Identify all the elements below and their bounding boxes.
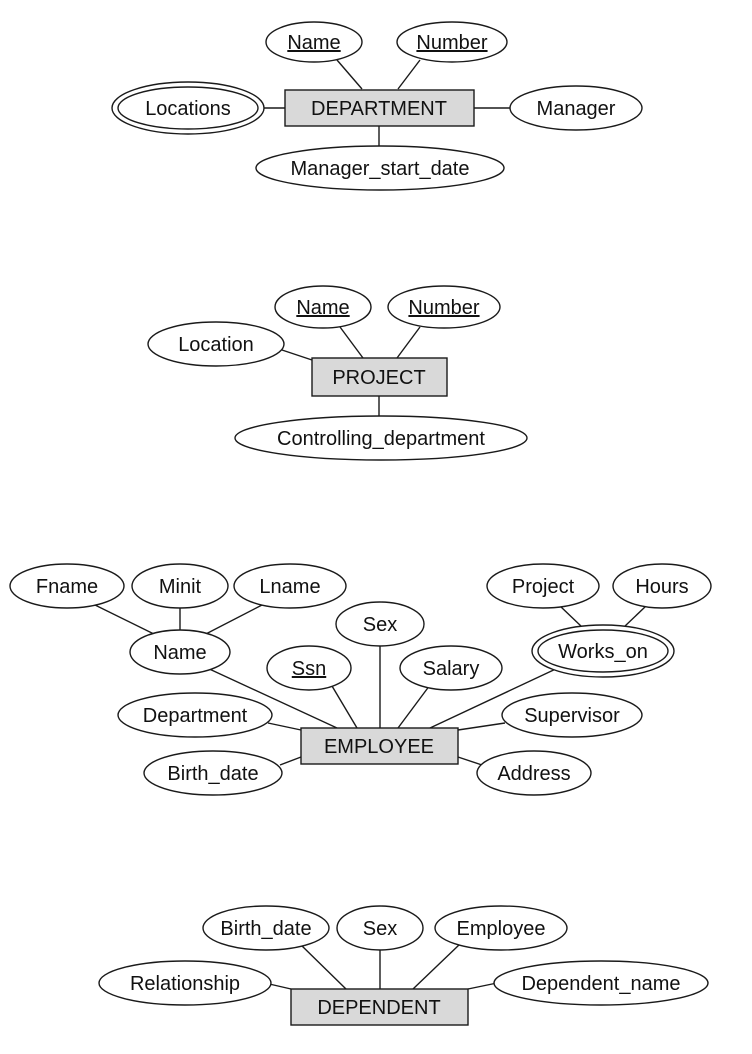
dependent-relationship-label: Relationship (130, 973, 240, 995)
employee-sex-label: Sex (363, 614, 397, 636)
employee-minit-label: Minit (159, 576, 202, 598)
employee-fname-attribute (9, 563, 125, 609)
employee-salary-attribute (399, 645, 503, 691)
department-manager-start-date-label: Manager_start_date (290, 158, 469, 180)
employee-salary-label: Salary (423, 658, 480, 680)
project-name-attribute (274, 285, 372, 329)
dependent-entity-label: DEPENDENT (317, 997, 440, 1019)
employee-hours-attribute (612, 563, 712, 609)
department-manager-label: Manager (537, 98, 616, 120)
department-group: Name Number Locations Manager Manager_st… (111, 21, 643, 191)
department-name-label: Name (287, 32, 340, 54)
employee-lname-label: Lname (259, 576, 320, 598)
dependent-employee-label: Employee (457, 918, 546, 940)
employee-group: Fname Minit Lname Name Sex Ssn Salary Pr… (9, 563, 712, 796)
employee-address-attribute (476, 750, 592, 796)
employee-project-attribute (486, 563, 600, 609)
employee-ssn-label: Ssn (292, 658, 326, 680)
dependent-group: Birth_date Sex Employee Relationship Dep… (98, 905, 709, 1026)
dependent-dependent-name-label: Dependent_name (521, 973, 680, 995)
project-entity (311, 357, 448, 397)
project-location-attribute (147, 321, 285, 367)
project-name-label: Name (296, 297, 349, 319)
employee-entity-label: EMPLOYEE (324, 736, 434, 758)
department-entity-label: DEPARTMENT (311, 98, 447, 120)
project-number-attribute (387, 285, 501, 329)
dependent-sex-label: Sex (363, 918, 397, 940)
employee-project-label: Project (512, 576, 575, 598)
dependent-dependent-name-attribute (493, 960, 709, 1006)
project-controlling-department-label: Controlling_department (277, 428, 485, 450)
employee-fname-label: Fname (36, 576, 98, 598)
project-entity-label: PROJECT (332, 367, 425, 389)
dependent-employee-attribute (434, 905, 568, 951)
department-name-attribute (265, 21, 363, 63)
employee-address-label: Address (497, 763, 570, 785)
employee-works-on-label: Works_on (558, 641, 648, 663)
project-number-label: Number (408, 297, 479, 319)
employee-department-attribute (117, 692, 273, 738)
dependent-relationship-attribute (98, 960, 272, 1006)
project-location-label: Location (178, 334, 254, 356)
employee-hours-label: Hours (635, 576, 688, 598)
department-locations-multivalued-inner (117, 86, 259, 130)
employee-sex-attribute (335, 601, 425, 647)
employee-department-label: Department (143, 705, 248, 727)
dependent-sex-attribute (336, 905, 424, 951)
employee-works-on-multivalued-inner (537, 629, 669, 673)
dependent-birth-date-attribute (202, 905, 330, 951)
project-controlling-department-attribute (234, 415, 528, 461)
employee-supervisor-attribute (501, 692, 643, 738)
department-manager-attribute (509, 85, 643, 131)
department-manager-start-date-attribute (255, 145, 505, 191)
department-number-attribute (396, 21, 508, 63)
employee-name-composite-attribute (129, 629, 231, 675)
employee-supervisor-label: Supervisor (524, 705, 620, 727)
employee-lname-attribute (233, 563, 347, 609)
dependent-entity (290, 988, 469, 1026)
employee-birth-date-attribute (143, 750, 283, 796)
project-group: Name Number Location Controlling_departm… (147, 285, 528, 461)
department-entity (284, 89, 475, 127)
employee-name-label: Name (153, 642, 206, 664)
department-locations-label: Locations (145, 98, 231, 120)
dependent-birth-date-label: Birth_date (220, 918, 311, 940)
employee-minit-attribute (131, 563, 229, 609)
employee-entity (300, 727, 459, 765)
employee-ssn-attribute (266, 645, 352, 691)
employee-birth-date-label: Birth_date (167, 763, 258, 785)
department-number-label: Number (416, 32, 487, 54)
